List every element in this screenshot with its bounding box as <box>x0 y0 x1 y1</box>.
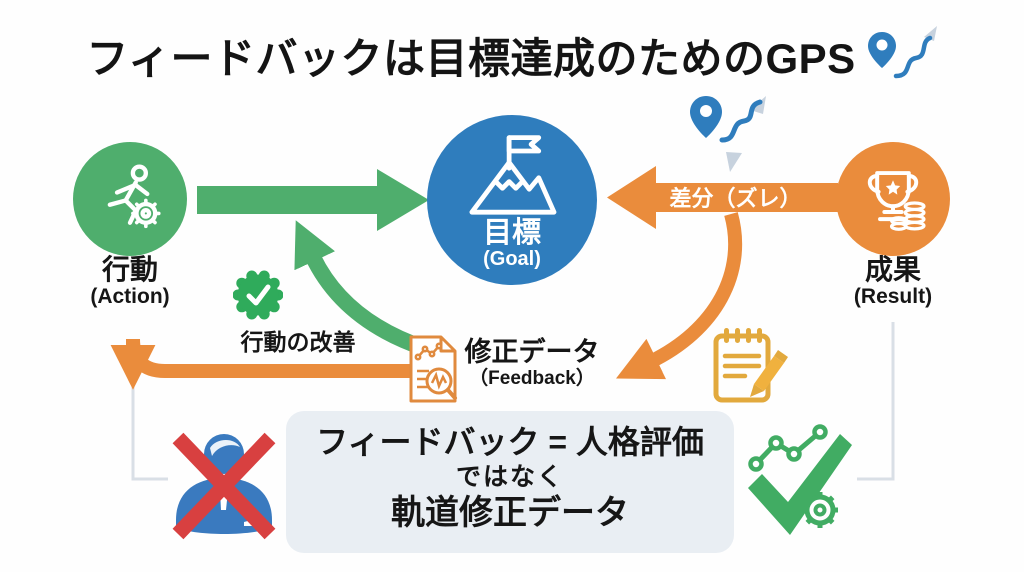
statement-box: フィードバック = 人格評価 ではなく 軌道修正データ <box>286 411 734 553</box>
action-node <box>73 142 187 256</box>
notepad-pencil-icon <box>706 322 790 408</box>
improvement-label: 行動の改善 <box>240 329 356 355</box>
goal-label-sub: (Goal) <box>483 248 541 271</box>
trophy-coins-icon <box>857 163 929 235</box>
feedback-label: 修正データ （Feedback） <box>452 337 612 391</box>
runner-gear-icon <box>94 163 166 235</box>
chart-check-gear-icon <box>742 422 857 540</box>
gps-pin-route-icon <box>866 24 938 86</box>
page-title: フィードバックは目標達成のためのGPS <box>86 34 856 82</box>
result-label-main: 成果 <box>864 254 921 285</box>
result-label: 成果 (Result) <box>818 255 968 310</box>
gap-label: 差分（ズレ） <box>669 186 802 211</box>
arrow-result-to-goal <box>607 166 838 229</box>
arrow-result-to-feedback <box>615 212 743 380</box>
check-seal-icon <box>233 270 283 320</box>
person-crossed-icon <box>164 422 284 544</box>
goal-node: 目標 (Goal) <box>427 115 597 285</box>
statement-line2: ではなく <box>455 463 564 491</box>
statement-line3: 軌道修正データ <box>391 494 629 532</box>
feedback-label-sub: （Feedback） <box>469 368 595 390</box>
action-label-main: 行動 <box>101 254 158 285</box>
arrow-feedback-to-action <box>110 338 440 390</box>
arrow-action-to-goal <box>197 169 429 231</box>
document-chart-magnifier-icon <box>404 335 460 405</box>
arrow-feedback-to-goal <box>294 220 427 356</box>
page-title-row: フィードバックは目標達成のためのGPS <box>0 24 1024 86</box>
connector-action-to-person <box>131 378 168 481</box>
goal-label-main: 目標 <box>482 216 541 249</box>
statement-line1: フィードバック = 人格評価 <box>316 424 704 460</box>
connector-result-to-check <box>857 322 895 481</box>
pencil <box>750 350 788 397</box>
feedback-label-main: 修正データ <box>464 337 600 367</box>
action-label: 行動 (Action) <box>55 255 205 310</box>
result-node <box>836 142 950 256</box>
action-label-sub: (Action) <box>90 285 170 309</box>
gps-pin-route-small-icon <box>688 90 776 174</box>
mountain-flag-icon <box>464 130 560 216</box>
result-label-sub: (Result) <box>853 285 933 309</box>
